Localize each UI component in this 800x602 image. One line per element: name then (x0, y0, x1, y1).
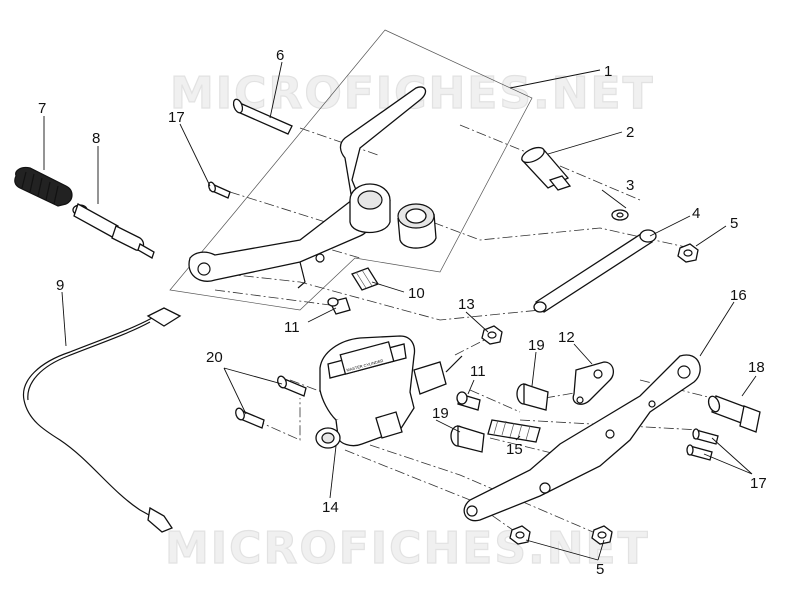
master-cylinder: MASTER CYLINDER (315, 335, 463, 449)
callout-5-right: 5 (730, 215, 738, 232)
callout-17-bottom: 17 (750, 475, 767, 492)
small-bolt-top (208, 181, 231, 199)
nut-bottom-left (509, 525, 531, 545)
connecting-rod (533, 229, 657, 313)
callout-18: 18 (748, 359, 765, 376)
footpeg-shaft (72, 203, 155, 259)
mounting-bolt-lower (235, 407, 265, 429)
callout-9: 9 (56, 277, 64, 294)
callout-4: 4 (692, 205, 700, 222)
leader-lines (43, 61, 757, 561)
callout-11-upper: 11 (284, 319, 300, 336)
callout-13: 13 (458, 296, 475, 313)
callout-12: 12 (558, 329, 575, 346)
pivot-pin (232, 98, 293, 135)
callout-8: 8 (92, 130, 100, 147)
callout-3: 3 (626, 177, 634, 194)
callout-6: 6 (276, 47, 284, 64)
callout-labels: 1 2 3 4 5 6 7 8 9 10 11 12 13 14 15 16 1… (38, 47, 767, 578)
callout-10: 10 (408, 285, 425, 302)
small-bolt-right-lower (686, 444, 713, 461)
assembly-group-outline (169, 29, 533, 311)
return-spring (487, 419, 541, 443)
callout-2: 2 (626, 124, 634, 141)
callout-19-right: 19 (528, 337, 545, 354)
callout-1: 1 (604, 63, 612, 80)
spacer-sleeve (520, 146, 572, 191)
watermark-bottom: MICROFICHES.NET (165, 523, 650, 574)
footrest-bracket (463, 354, 701, 522)
brake-switch-cable (22, 307, 182, 533)
callout-11-lower: 11 (470, 363, 486, 380)
callout-17-top: 17 (168, 109, 185, 126)
cable-clamp (572, 361, 615, 405)
pedal-bushings (349, 183, 437, 249)
adjuster-bolt-upper (327, 297, 351, 315)
callout-7: 7 (38, 100, 46, 117)
pivot-pin-lower (450, 425, 485, 453)
adjuster-bolt-lower (456, 391, 481, 411)
callout-20: 20 (206, 349, 223, 366)
threaded-insert (351, 267, 379, 291)
brake-pedal-lever (188, 86, 427, 289)
pivot-pin-upper (516, 383, 549, 411)
mounting-bolt-upper (277, 375, 307, 397)
footpeg-rubber (14, 166, 73, 207)
assembly-axes (189, 124, 721, 536)
bracket-bolt (707, 395, 761, 433)
callout-5-bottom: 5 (596, 561, 604, 578)
nut-right (677, 243, 699, 263)
callout-15: 15 (506, 441, 523, 458)
washer (611, 209, 629, 221)
small-bolt-right-upper (692, 428, 719, 445)
callout-16: 16 (730, 287, 747, 304)
callout-14: 14 (322, 499, 339, 516)
nut-bottom-right (591, 525, 613, 545)
callout-19-left: 19 (432, 405, 449, 422)
